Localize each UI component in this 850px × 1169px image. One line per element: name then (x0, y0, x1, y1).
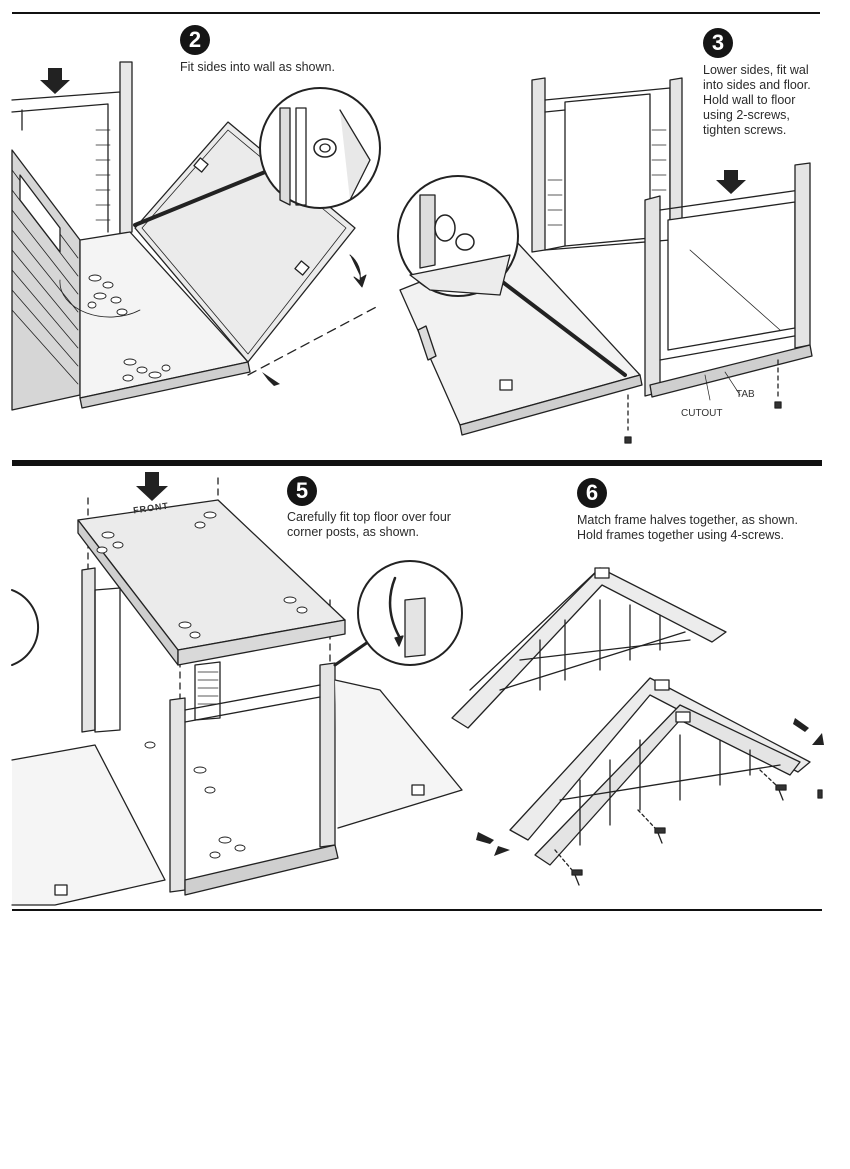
down-arrow-icon (40, 68, 70, 94)
step-6-badge: 6 (577, 478, 607, 508)
middle-rule (12, 460, 822, 466)
squeeze-arrow-icon (793, 718, 809, 732)
squeeze-arrow-icon (494, 846, 510, 856)
top-rule (12, 12, 820, 14)
corner-arrow-icon (262, 372, 280, 386)
squeeze-arrow-icon (812, 733, 824, 745)
step-5-line-1: Carefully fit top floor over four (287, 510, 451, 524)
step-5-line-2: corner posts, as shown. (287, 525, 420, 539)
screw-icon (775, 784, 787, 801)
step-6-instructions: Match frame halves together, as shown. H… (577, 513, 798, 543)
step-2-badge: 2 (180, 25, 210, 55)
step3-illustration (397, 77, 813, 444)
screw-icon (624, 436, 632, 444)
screw-icon (571, 869, 583, 886)
down-arrow-icon-step3 (716, 170, 746, 194)
step-5-badge: 5 (287, 476, 317, 506)
step-3-line-2: into sides and floor. (703, 78, 811, 92)
step5-illustration (11, 472, 463, 906)
bottom-rule (12, 909, 822, 911)
step-3-badge: 3 (703, 28, 733, 58)
squeeze-arrow-icon (476, 832, 494, 844)
down-arrow-icon-step5 (136, 472, 168, 501)
screw-icon (817, 789, 823, 799)
screw-icon (654, 827, 666, 844)
step-6-line-1: Match frame halves together, as shown. (577, 513, 798, 527)
step-5-instructions: Carefully fit top floor over four corner… (287, 510, 451, 540)
step-3-line-3: Hold wall to floor (703, 93, 796, 107)
step-3-line-1: Lower sides, fit wal (703, 63, 809, 77)
step-3-line-5: tighten screws. (703, 123, 787, 137)
step-3-line-4: using 2-screws, (703, 108, 790, 122)
step-2-instructions: Fit sides into wall as shown. (180, 60, 335, 75)
step6-illustration (451, 567, 824, 886)
step-3-instructions: Lower sides, fit wal into sides and floo… (703, 63, 811, 138)
step-6-line-2: Hold frames together using 4-screws. (577, 528, 785, 542)
screw-icon (774, 401, 782, 409)
cutout-callout: CUTOUT (681, 408, 723, 419)
step-2-line-1: Fit sides into wall as shown. (180, 60, 335, 74)
step2-illustration (11, 61, 381, 411)
tab-callout: TAB (736, 389, 755, 400)
